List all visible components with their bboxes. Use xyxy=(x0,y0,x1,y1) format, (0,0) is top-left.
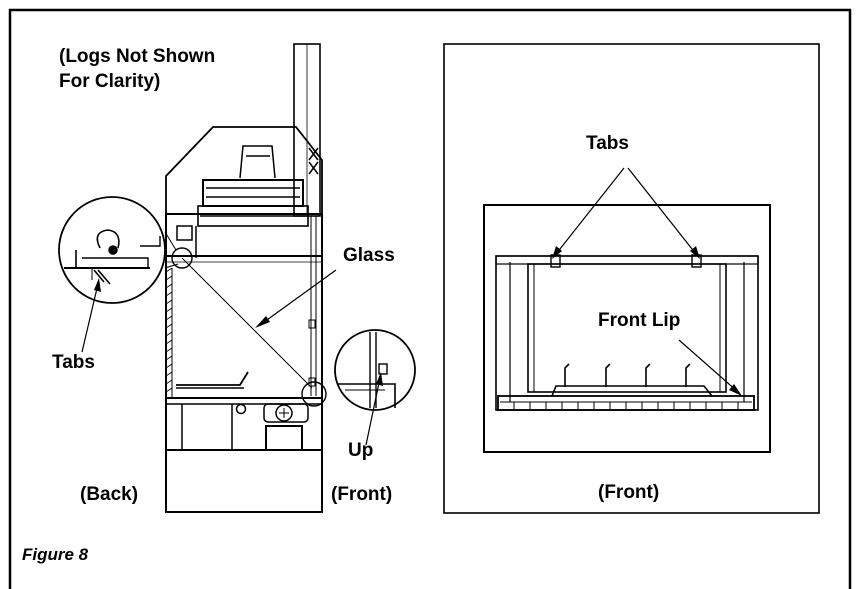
back-label: (Back) xyxy=(80,484,139,505)
front-view-fireplace xyxy=(443,43,820,514)
side-view-leader-lines xyxy=(81,269,383,446)
front-label-side: (Front) xyxy=(331,484,393,505)
logs-not-shown-note-line2: For Clarity) xyxy=(59,71,161,92)
up-label: Up xyxy=(348,440,374,461)
outer-frame xyxy=(8,8,852,589)
front-label-front: (Front) xyxy=(598,482,660,503)
side-view-fireplace xyxy=(165,43,327,513)
up-detail-magnifier xyxy=(334,329,416,411)
glass-label: Glass xyxy=(343,245,395,266)
logs-not-shown-note-line1: (Logs Not Shown xyxy=(59,46,216,67)
tabs-label-side: Tabs xyxy=(52,352,95,373)
tabs-label-front: Tabs xyxy=(586,133,629,154)
figure-caption: Figure 8 xyxy=(22,545,89,564)
front-lip-label: Front Lip xyxy=(598,310,681,331)
front-view-leader-lines xyxy=(552,167,742,396)
tabs-detail-magnifier xyxy=(58,196,179,304)
